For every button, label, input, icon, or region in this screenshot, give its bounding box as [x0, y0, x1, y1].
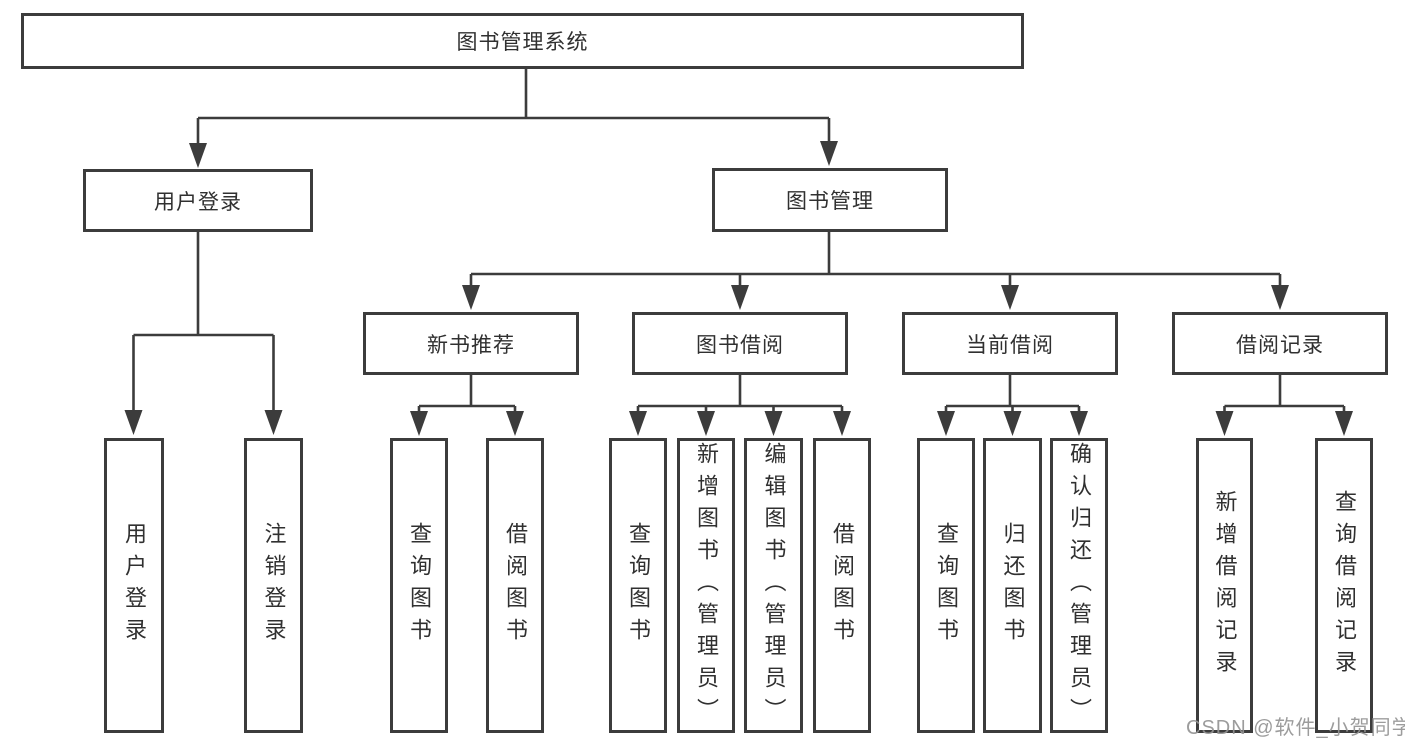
leaf-recommend-borrow-books-label: 借阅图书	[503, 521, 528, 650]
leaf-current-query-books-label: 查询图书	[934, 521, 959, 650]
leaf-current-confirm-return-label: 确认归还（管理员）	[1067, 441, 1092, 730]
node-book-management-label: 图书管理	[786, 190, 874, 213]
leaf-records-add-record: 新增借阅记录	[1196, 438, 1253, 733]
connector-user-login-children	[124, 232, 283, 435]
node-root-label: 图书管理系统	[456, 31, 589, 54]
leaf-recommend-query-books: 查询图书	[390, 438, 448, 733]
leaf-recommend-borrow-books: 借阅图书	[486, 438, 544, 733]
leaf-recommend-query-books-label: 查询图书	[407, 521, 432, 650]
leaf-logout: 注销登录	[244, 438, 303, 733]
node-user-login-label: 用户登录	[154, 190, 242, 214]
connector-new-book-recommend-children	[410, 375, 524, 436]
csdn-watermark: CSDN @软件_小贺同学	[1186, 717, 1405, 739]
leaf-borrowing-query-books-label: 查询图书	[626, 521, 651, 650]
connector-borrowing-records-children	[1215, 375, 1353, 436]
node-new-book-recommend: 新书推荐	[363, 312, 579, 375]
leaf-borrowing-add-books-label: 新增图书（管理员）	[694, 441, 719, 730]
connector-current-borrowing-children	[937, 375, 1088, 436]
leaf-borrowing-edit-books-label: 编辑图书（管理员）	[761, 441, 787, 730]
node-borrowing-records: 借阅记录	[1172, 312, 1388, 375]
leaf-borrowing-query-books: 查询图书	[609, 438, 667, 733]
node-book-borrowing: 图书借阅	[632, 312, 848, 375]
leaf-records-add-record-label: 新增借阅记录	[1212, 489, 1238, 682]
connector-book-management-children	[462, 232, 1289, 310]
leaf-current-query-books: 查询图书	[917, 438, 975, 733]
node-current-borrowing: 当前借阅	[902, 312, 1118, 375]
leaf-records-query-record-label: 查询借阅记录	[1332, 489, 1357, 682]
leaf-borrowing-borrow-books: 借阅图书	[813, 438, 871, 733]
leaf-current-return-books: 归还图书	[983, 438, 1042, 733]
leaf-current-return-books-label: 归还图书	[1000, 521, 1026, 650]
leaf-records-query-record: 查询借阅记录	[1315, 438, 1373, 733]
leaf-user-login: 用户登录	[104, 438, 164, 733]
node-current-borrowing-label: 当前借阅	[966, 333, 1054, 357]
connector-root-to-level2	[189, 69, 838, 168]
leaf-logout-label: 注销登录	[261, 521, 287, 650]
leaf-borrowing-add-books: 新增图书（管理员）	[677, 438, 735, 733]
connector-book-borrowing-children	[629, 375, 851, 436]
node-borrowing-records-label: 借阅记录	[1236, 333, 1324, 357]
node-new-book-recommend-label: 新书推荐	[427, 333, 515, 357]
leaf-current-confirm-return: 确认归还（管理员）	[1050, 438, 1108, 733]
node-root: 图书管理系统	[21, 13, 1024, 69]
node-book-borrowing-label: 图书借阅	[696, 333, 784, 357]
node-user-login: 用户登录	[83, 169, 313, 232]
leaf-borrowing-borrow-books-label: 借阅图书	[830, 521, 855, 650]
node-book-management: 图书管理	[712, 168, 948, 232]
leaf-borrowing-edit-books: 编辑图书（管理员）	[744, 438, 803, 733]
leaf-user-login-label: 用户登录	[122, 521, 147, 650]
